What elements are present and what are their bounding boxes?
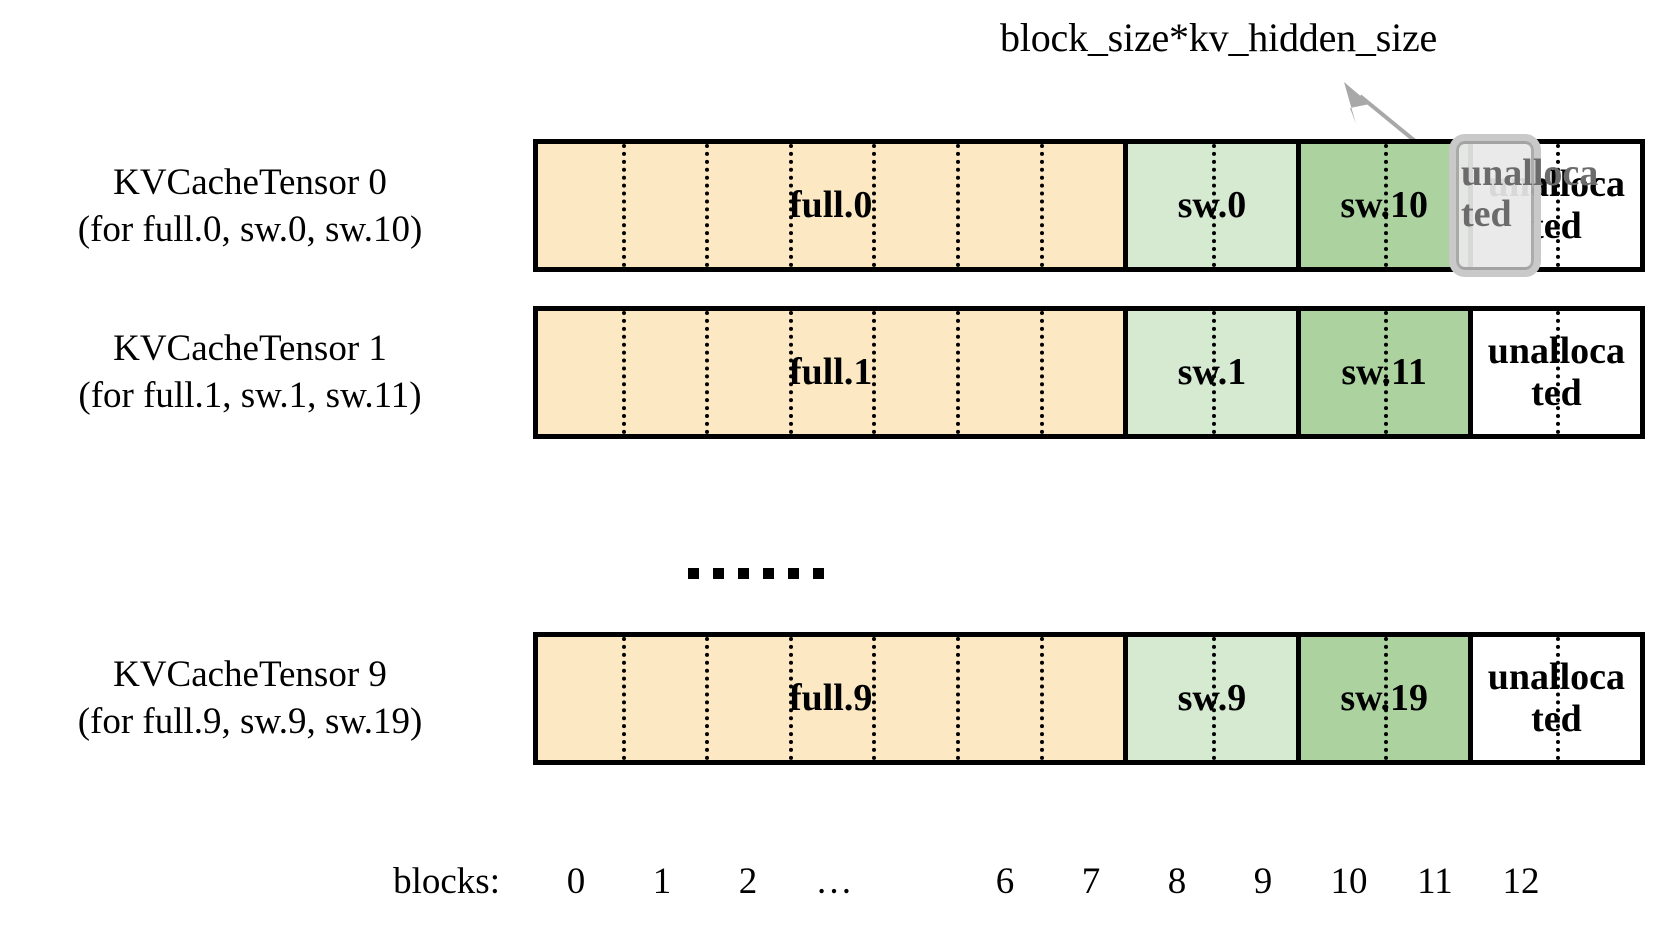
block-tick-1: 1 xyxy=(652,861,672,902)
row-label-1-line1: KVCacheTensor 1 xyxy=(113,328,387,369)
ellipsis-dot xyxy=(738,568,749,579)
segment-sw-dark-1[interactable]: sw.11 xyxy=(1300,311,1473,434)
block-tick-7: 7 xyxy=(1081,861,1101,902)
segment-label: sw.10 xyxy=(1340,183,1428,226)
row-label-9-line1: KVCacheTensor 9 xyxy=(113,654,387,695)
row-label-1-line2: (for full.1, sw.1, sw.11) xyxy=(78,374,422,416)
block-tick-9: 9 xyxy=(1253,861,1273,902)
segment-sw-light-1[interactable]: sw.1 xyxy=(1128,311,1301,434)
segment-label: sw.0 xyxy=(1177,183,1247,226)
kvcache-tensor-bar-9: full.9 sw.9 sw.19 unalloca ted xyxy=(533,632,1645,765)
block-tick-6: 6 xyxy=(995,861,1015,902)
ellipsis-dot xyxy=(763,568,774,579)
block-tick-2: 2 xyxy=(738,861,758,902)
segment-label: sw.19 xyxy=(1340,676,1428,719)
segment-full-0[interactable]: full.0 xyxy=(538,144,1129,267)
segment-label: sw.9 xyxy=(1177,676,1247,719)
kvcache-tensor-bar-1: full.1 sw.1 sw.11 unalloca ted xyxy=(533,306,1645,439)
block-tick-ellipsis: … xyxy=(815,861,853,902)
block-tick-0: 0 xyxy=(566,861,586,902)
row-label-0: KVCacheTensor 0 (for full.0, sw.0, sw.10… xyxy=(0,160,500,254)
axis-title-blocks: blocks: xyxy=(393,861,500,902)
segment-label: unalloca ted xyxy=(1487,656,1626,740)
segment-label: unalloca ted xyxy=(1487,330,1626,414)
ellipsis-dot xyxy=(788,568,799,579)
segment-unallocated-9[interactable]: unalloca ted xyxy=(1472,637,1641,760)
segment-label: full.0 xyxy=(788,183,873,226)
segment-sw-dark-0[interactable]: sw.10 xyxy=(1300,144,1473,267)
ellipsis-dot xyxy=(813,568,824,579)
segment-unallocated-1[interactable]: unalloca ted xyxy=(1472,311,1641,434)
row-label-9-line2: (for full.9, sw.9, sw.19) xyxy=(77,700,423,742)
segment-sw-light-9[interactable]: sw.9 xyxy=(1128,637,1301,760)
annotation-text: block_size*kv_hidden_size xyxy=(1000,15,1438,60)
ellipsis-dot xyxy=(713,568,724,579)
row-label-0-line1: KVCacheTensor 0 xyxy=(113,162,387,203)
vertical-ellipsis xyxy=(688,568,824,579)
segment-label: sw.11 xyxy=(1341,350,1427,393)
block-tick-10: 10 xyxy=(1330,861,1368,902)
row-label-1: KVCacheTensor 1 (for full.1, sw.1, sw.11… xyxy=(0,326,500,420)
segment-sw-light-0[interactable]: sw.0 xyxy=(1128,144,1301,267)
segment-label: full.1 xyxy=(788,350,873,393)
ellipsis-dot xyxy=(688,568,699,579)
row-label-0-line2: (for full.0, sw.0, sw.10) xyxy=(77,208,423,250)
segment-label: full.9 xyxy=(788,676,873,719)
highlight-label: unalloca ted xyxy=(1461,152,1599,236)
segment-full-9[interactable]: full.9 xyxy=(538,637,1129,760)
block-tick-8: 8 xyxy=(1167,861,1187,902)
segment-sw-dark-9[interactable]: sw.19 xyxy=(1300,637,1473,760)
segment-label: sw.1 xyxy=(1177,350,1247,393)
row-label-9: KVCacheTensor 9 (for full.9, sw.9, sw.19… xyxy=(0,652,500,746)
block-tick-11: 11 xyxy=(1417,861,1453,902)
block-tick-12: 12 xyxy=(1502,861,1540,902)
segment-full-1[interactable]: full.1 xyxy=(538,311,1129,434)
block-highlight-box[interactable]: unalloca ted xyxy=(1449,134,1598,277)
